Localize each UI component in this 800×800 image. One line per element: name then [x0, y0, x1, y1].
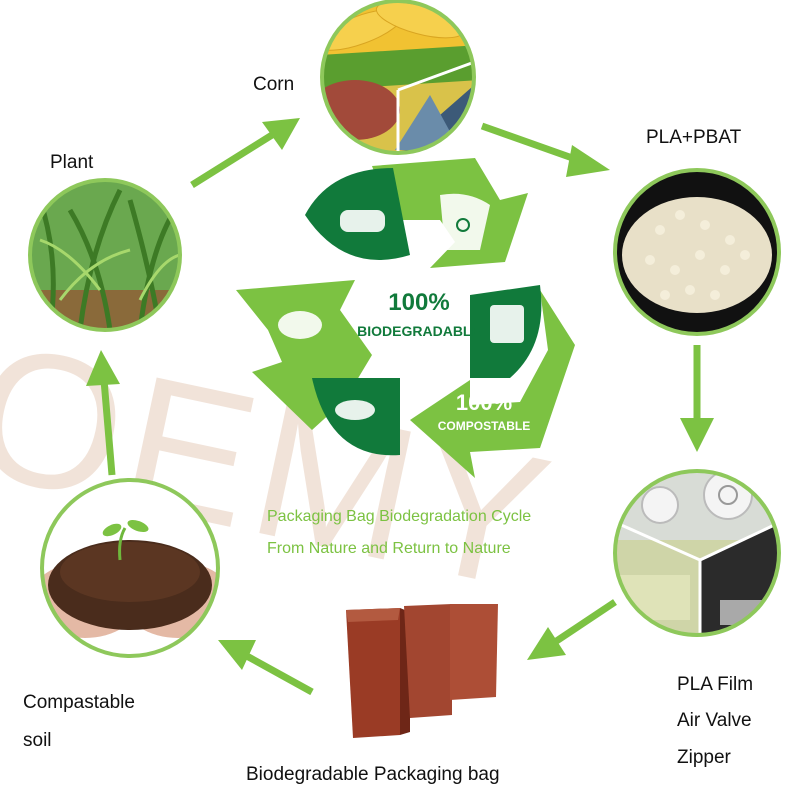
label-pla-pbat: PLA+PBAT: [646, 127, 742, 148]
caption-line-2: From Nature and Return to Nature: [267, 540, 511, 557]
recycle-arrow-right: [410, 290, 575, 478]
label-pla-film: PLA Film: [677, 674, 754, 695]
badge-1-text: BIODEGRADABLE: [357, 323, 481, 339]
label-air-valve: Air Valve: [677, 710, 752, 731]
arrow-pla-to-film: [680, 345, 714, 452]
label-corn: Corn: [253, 74, 295, 95]
corn-circle: [320, 0, 476, 155]
soil-image: [42, 480, 218, 656]
arrow-bag-to-soil: [218, 640, 314, 696]
label-soil: soil: [23, 730, 52, 751]
arrow-corn-to-pla: [480, 122, 610, 177]
pla-film-image: [615, 471, 779, 635]
caption-line-1: Packaging Bag Biodegradation Cycle: [267, 508, 532, 525]
pla-pellets-image: [615, 170, 779, 334]
arrow-film-to-bag: [527, 599, 617, 660]
label-zipper: Zipper: [677, 747, 731, 768]
recycle-symbol: [236, 158, 575, 478]
pla-circle: [613, 168, 781, 336]
recycle-inner-icons: [278, 210, 524, 420]
packaging-bags-image: [346, 604, 498, 738]
label-plant: Plant: [50, 152, 94, 173]
label-packaging-bag: Biodegradable Packaging bag: [246, 764, 500, 785]
arrow-soil-to-plant: [86, 350, 120, 476]
arrow-plant-to-corn: [190, 118, 300, 188]
soil-circle: [40, 478, 220, 658]
badge-2-percent: 100%: [456, 390, 512, 415]
pla-film-circle: [613, 469, 781, 637]
badge-2-text: COMPOSTABLE: [438, 419, 530, 433]
plant-circle: [28, 178, 182, 332]
badge-1-percent: 100%: [388, 289, 449, 316]
cycle-arrows: [86, 118, 714, 696]
label-compostable: Compastable: [23, 692, 135, 713]
